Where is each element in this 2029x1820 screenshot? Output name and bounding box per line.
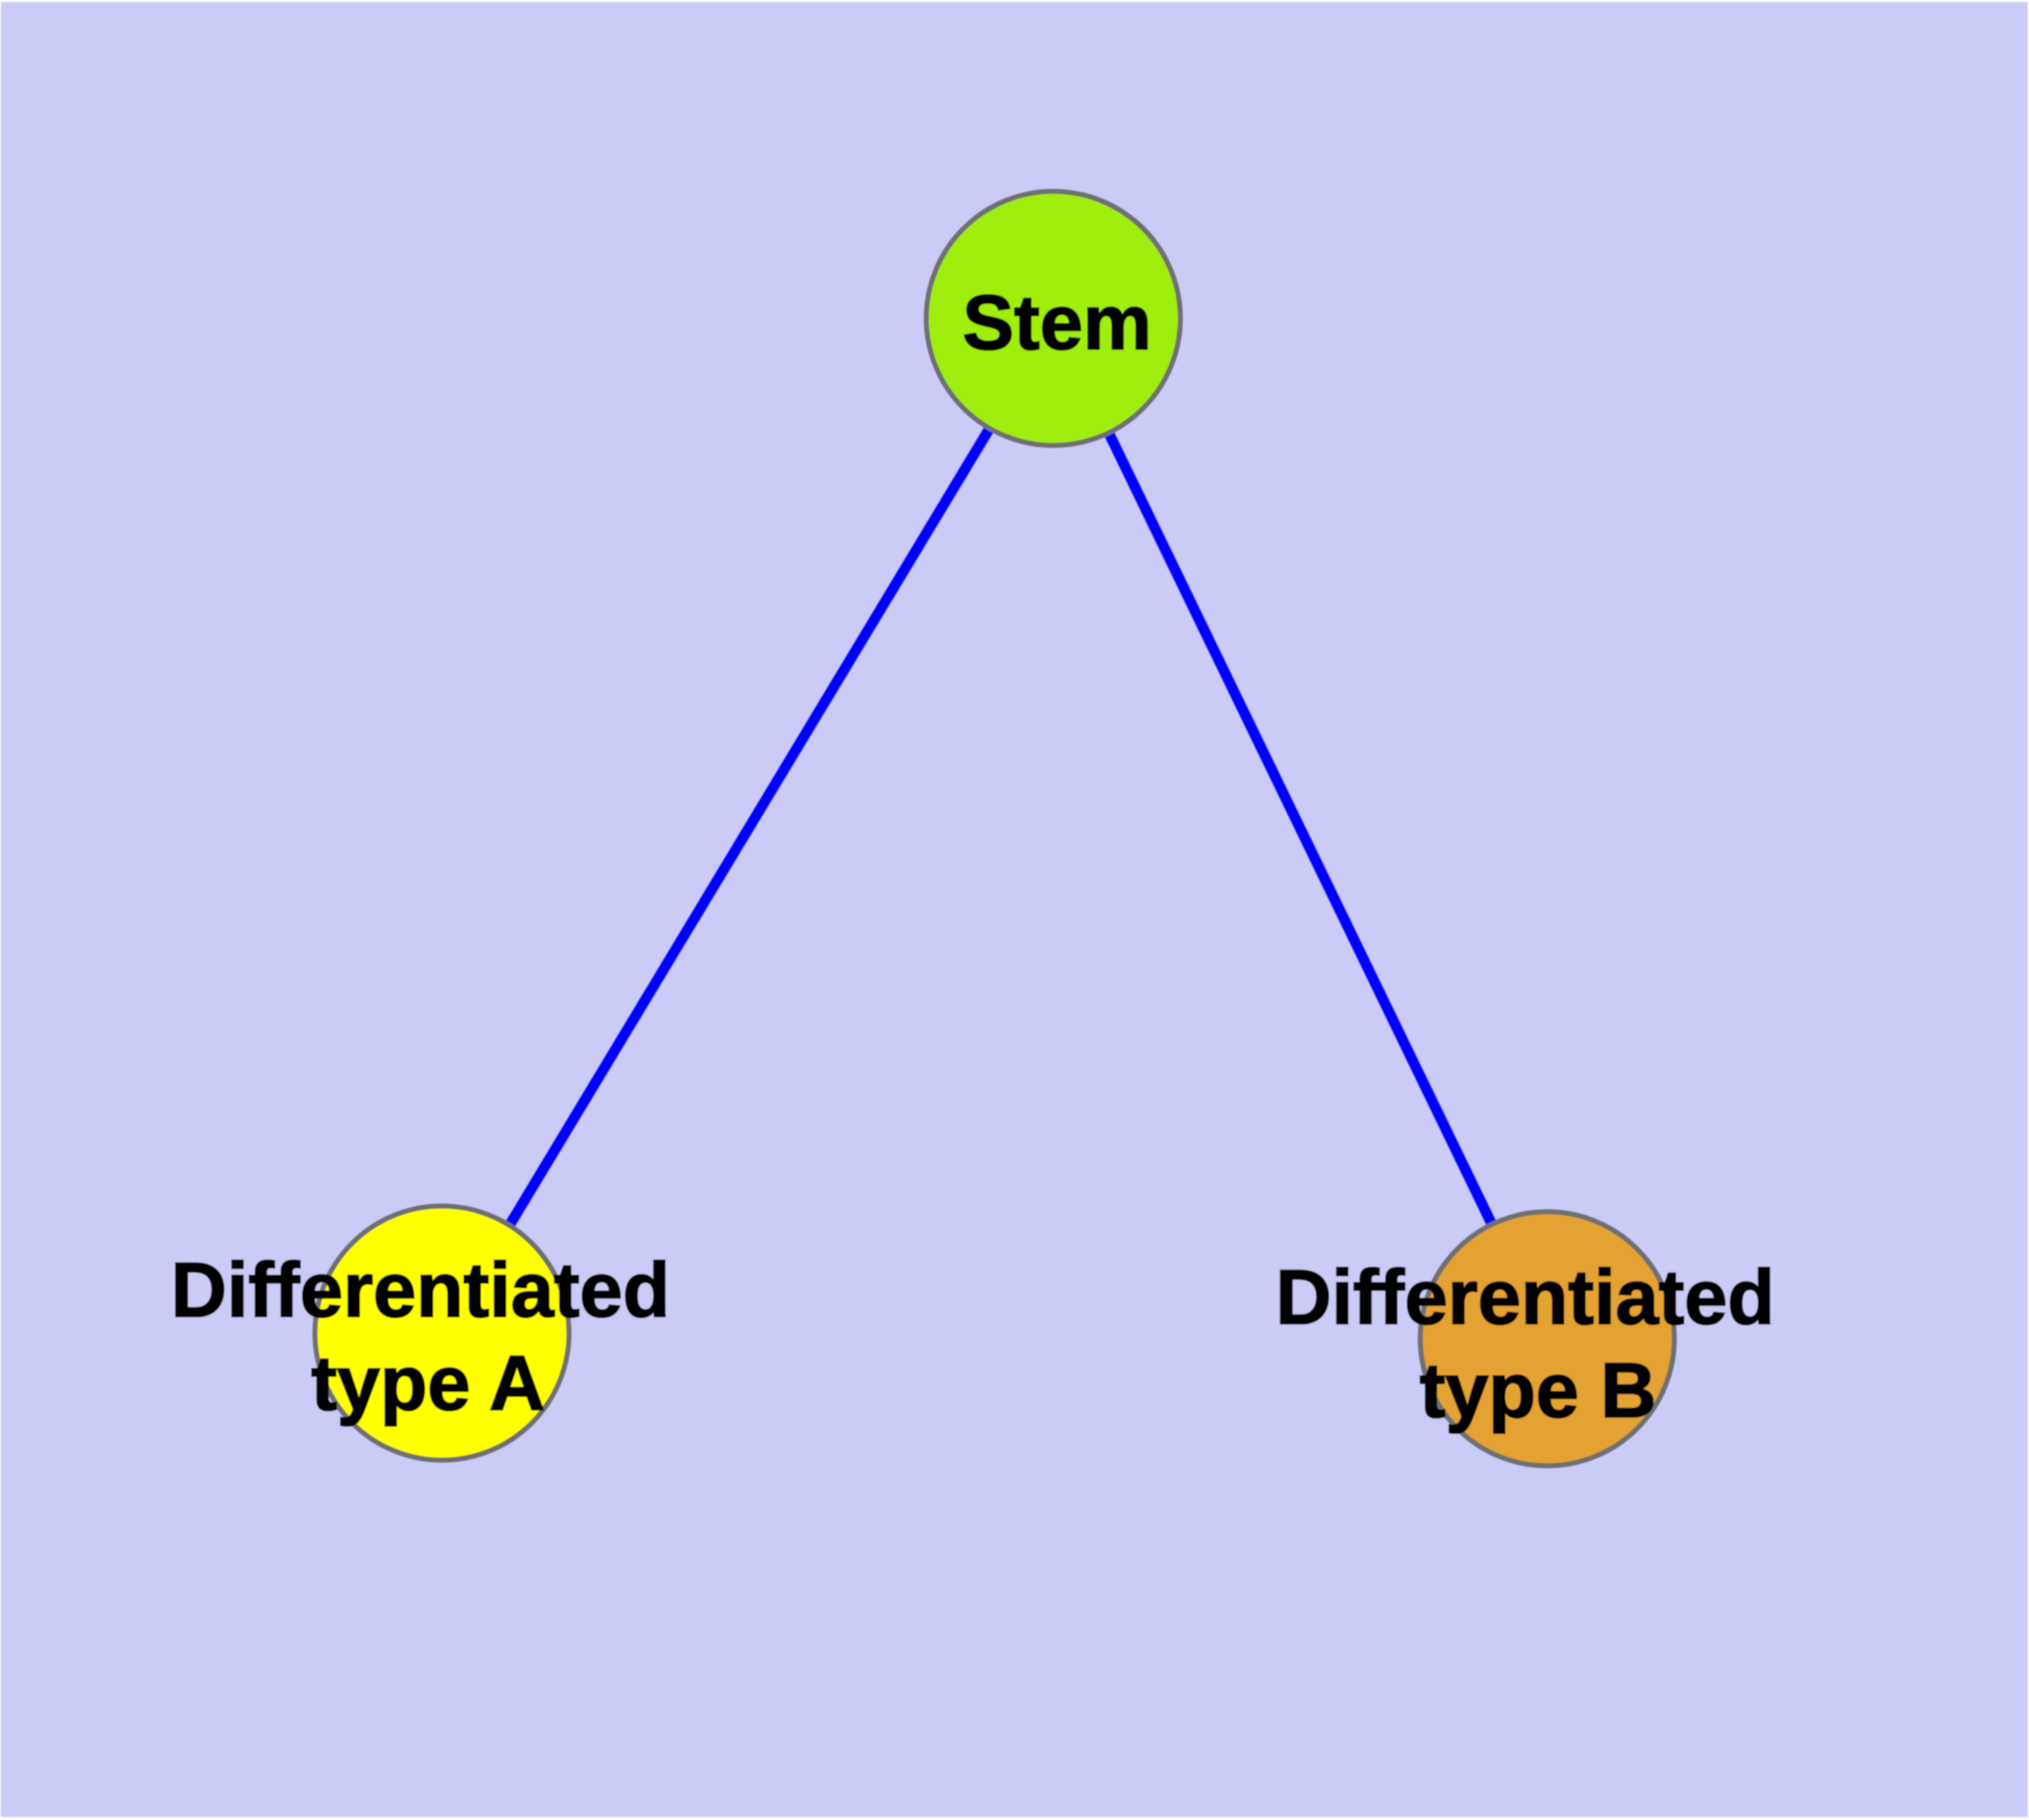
svg-text:type B: type B	[1420, 1348, 1656, 1434]
svg-text:Stem: Stem	[963, 280, 1152, 366]
svg-text:type A: type A	[311, 1341, 546, 1427]
svg-text:Differentiated: Differentiated	[171, 1248, 671, 1334]
svg-text:Differentiated: Differentiated	[1276, 1255, 1775, 1341]
